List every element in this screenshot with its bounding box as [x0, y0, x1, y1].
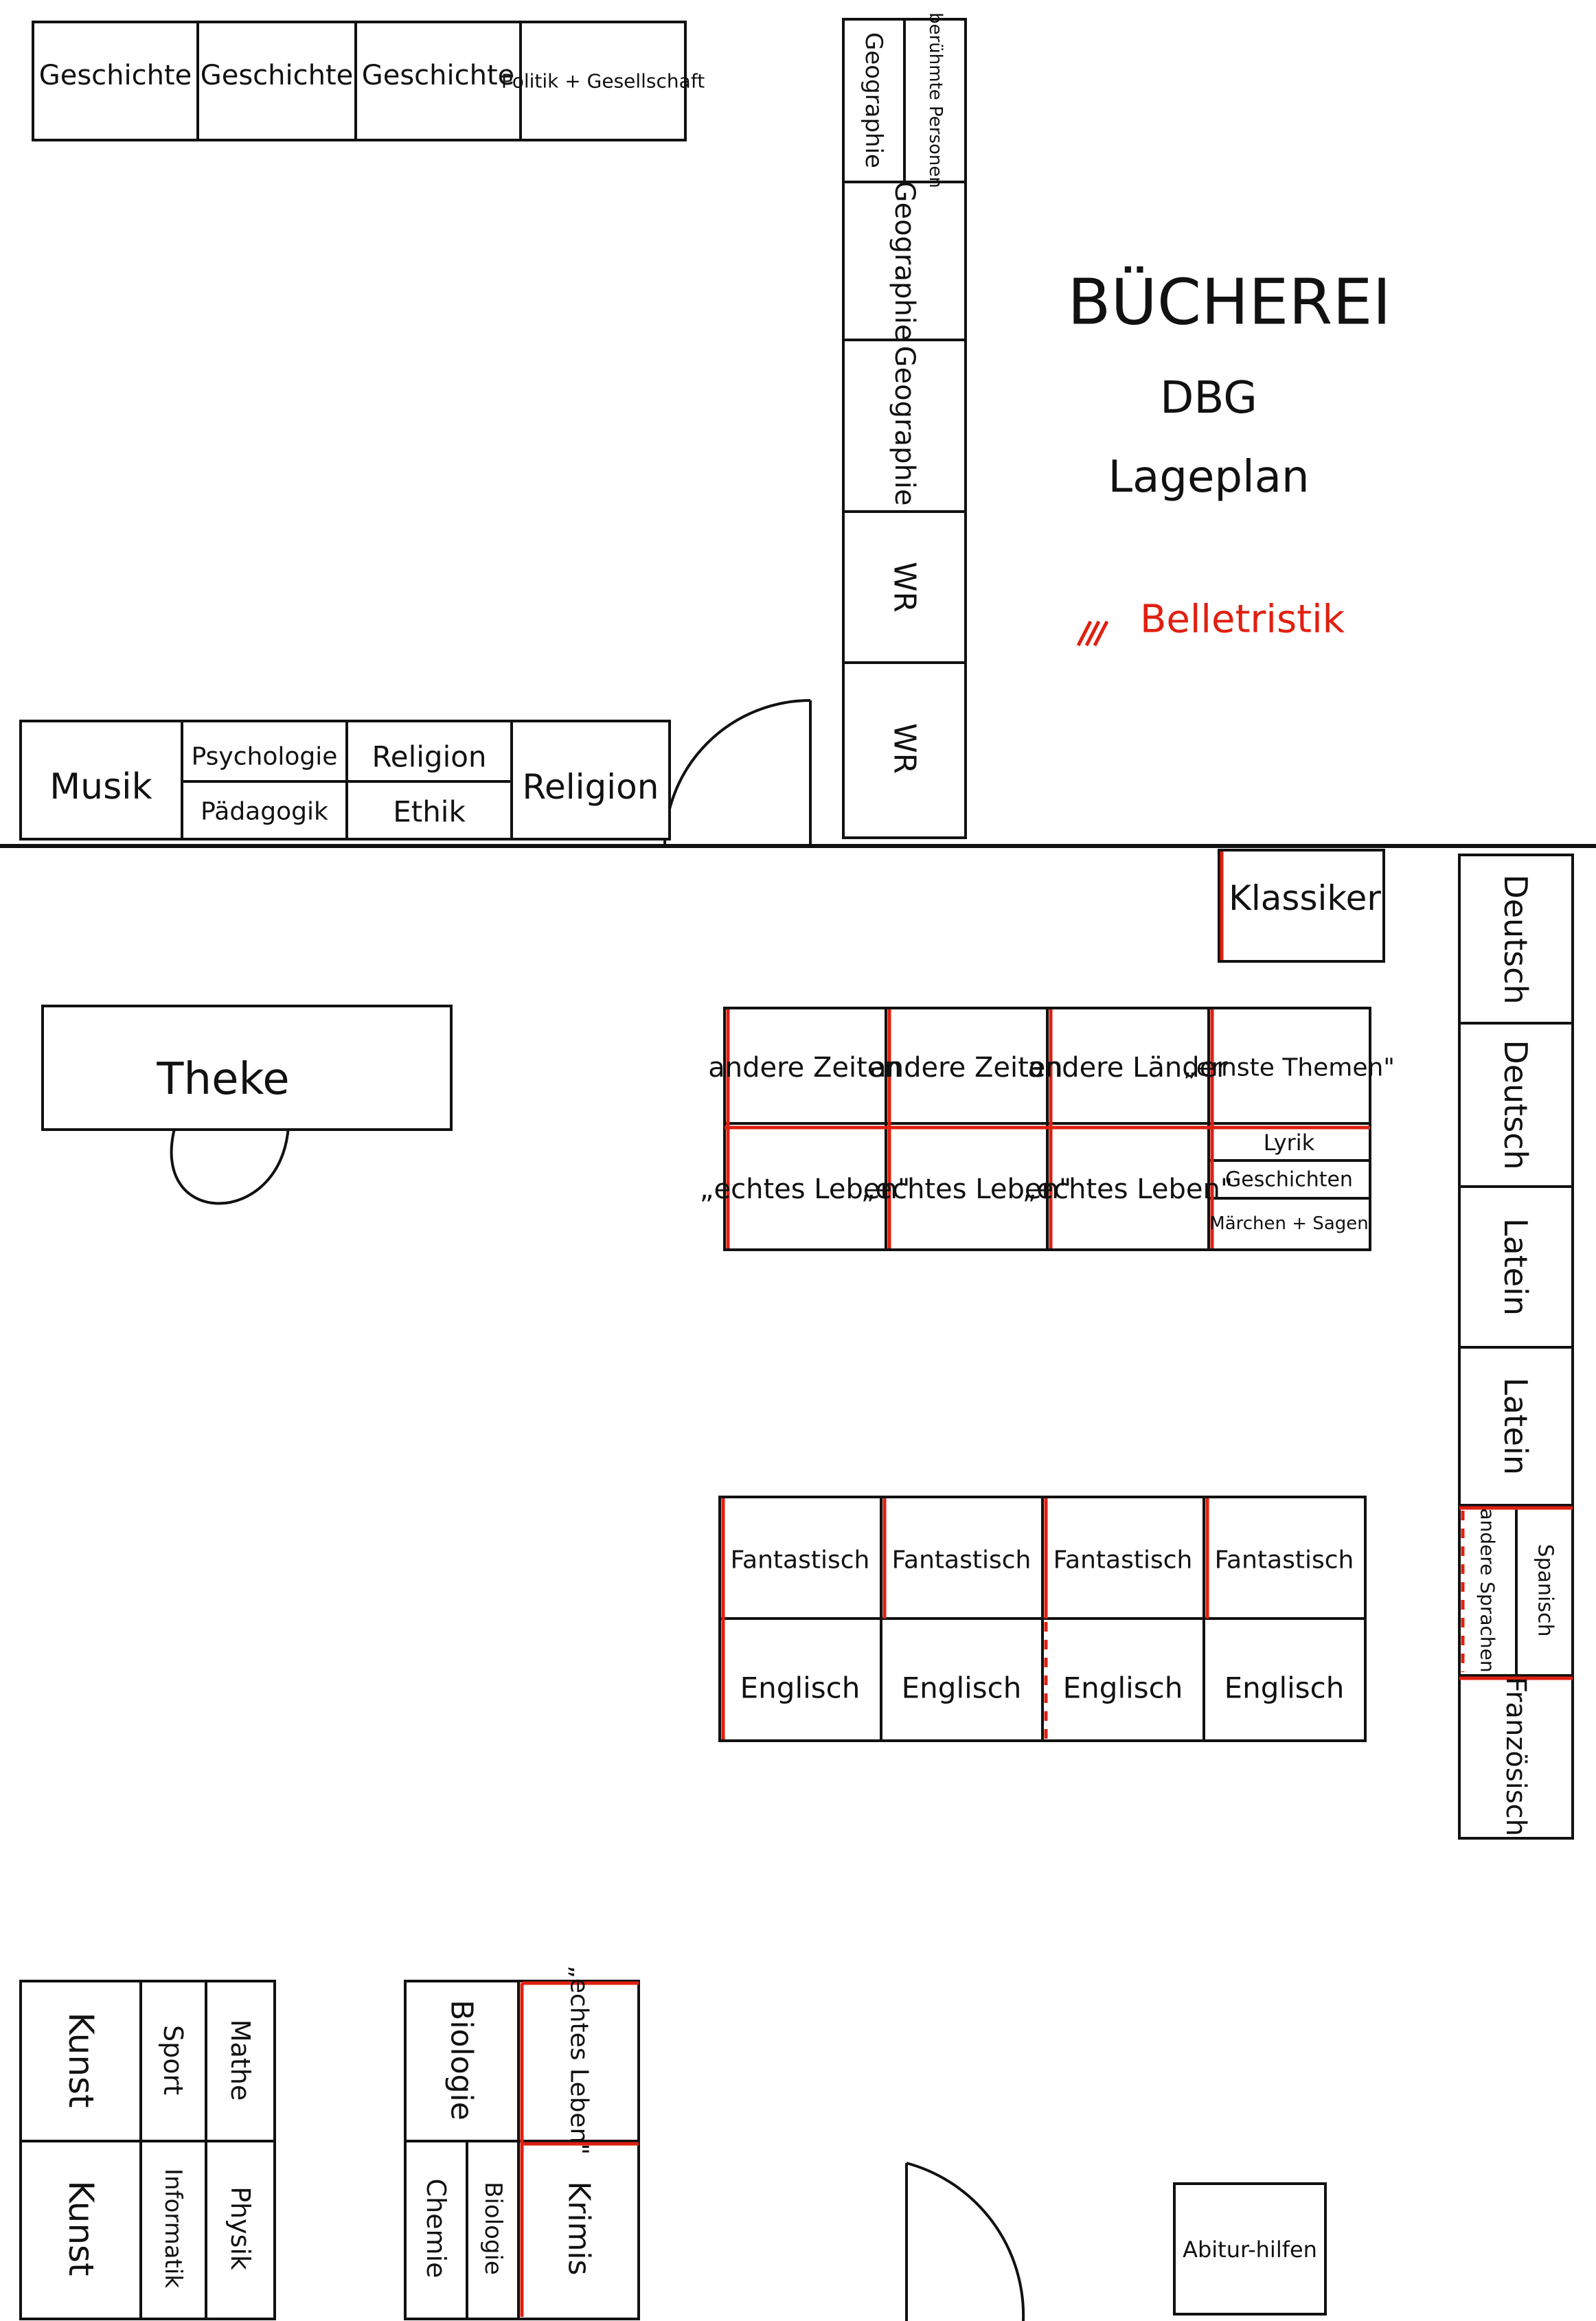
shelf-psychologie: Psychologie — [192, 743, 338, 771]
shelf-geschichte-1: Geschichte — [39, 60, 192, 91]
shelf-krimis: Krimis — [562, 2181, 597, 2275]
shelf-englisch-3: Englisch — [1063, 1671, 1183, 1705]
shelf-echtes-leben-3: „echtes Leben" — [1023, 1174, 1233, 1205]
shelf-geschichte-2: Geschichte — [201, 60, 354, 91]
desk-chair — [170, 1125, 290, 1205]
shelf-echtes-leben-2: „echtes Leben" — [861, 1174, 1071, 1205]
shelf-abiturhilfen: Abitur-hilfen — [1173, 2182, 1327, 2316]
shelf-column-languages: Deutsch Deutsch Latein Latein Spanisch a… — [1458, 854, 1574, 1840]
shelf-lyrik: Lyrik — [1264, 1130, 1315, 1156]
shelf-geographie-1: Geographie — [860, 32, 887, 168]
door-lower — [905, 2162, 1025, 2321]
library-subtitle: DBG — [1160, 373, 1257, 424]
shelf-andere-sprachen: andere Sprachen — [1477, 1508, 1499, 1672]
shelf-deutsch-2: Deutsch — [1497, 1040, 1534, 1169]
library-title: BÜCHEREI — [1067, 266, 1391, 339]
shelf-paedagogik: Pädagogik — [201, 798, 328, 826]
shelf-religion: Religion — [523, 767, 659, 807]
shelf-geographie-2: Geographie — [889, 181, 920, 341]
shelf-andere-laender: andere Länder — [1027, 1052, 1228, 1084]
shelf-englisch-1: Englisch — [740, 1671, 860, 1705]
shelf-deutsch-1: Deutsch — [1497, 874, 1534, 1004]
shelf-biologie-2: Biologie — [479, 2182, 507, 2275]
shelf-kunst-1: Kunst — [61, 2012, 101, 2107]
shelf-klassiker-label: Klassiker — [1229, 878, 1381, 918]
shelf-spanisch: Spanisch — [1534, 1544, 1558, 1637]
shelf-row-geschichte: Geschichte Geschichte Geschichte Politik… — [32, 21, 705, 141]
shelf-franzoesisch: Französisch — [1500, 1677, 1531, 1836]
door-upper — [663, 699, 812, 847]
plan-caption: Lageplan — [1108, 452, 1309, 503]
shelf-latein-2: Latein — [1497, 1377, 1534, 1475]
shelf-maerchen-sagen: Märchen + Sagen — [1209, 1213, 1368, 1234]
shelf-musik: Musik — [49, 766, 152, 808]
shelf-fantastisch-4: Fantastisch — [1215, 1546, 1354, 1575]
shelf-sport: Sport — [158, 2025, 188, 2095]
shelf-politik-gesellschaft: Politik + Gesellschaft — [501, 70, 705, 93]
shelf-block-fantastisch-englisch: Fantastisch Fantastisch Fantastisch Fant… — [718, 1496, 1367, 1742]
shelf-fantastisch-1: Fantastisch — [731, 1546, 870, 1575]
shelf-fantastisch-3: Fantastisch — [1053, 1546, 1193, 1575]
shelf-geschichten: Geschichten — [1225, 1168, 1353, 1192]
shelf-mathe: Mathe — [225, 2020, 255, 2101]
shelf-beruehmte-personen: berühmte Personen — [925, 12, 946, 188]
shelf-column-geographie-wr: berühmte Personen Geographie Geographie … — [842, 12, 967, 839]
shelf-ethik: Ethik — [393, 795, 466, 829]
shelf-informatik: Informatik — [159, 2169, 187, 2288]
shelf-andere-zeiten-1: andere Zeiten — [708, 1052, 902, 1084]
legend-hatch-icon — [1076, 620, 1109, 647]
shelf-ernste-themen: „ernste Themen" — [1183, 1054, 1395, 1082]
shelf-row-musik-religion: Musik Psychologie Pädagogik Religion Eth… — [19, 720, 671, 841]
shelf-geographie-3: Geographie — [889, 346, 920, 506]
shelf-block-fiction: andere Zeiten andere Zeiten andere Lände… — [700, 1007, 1395, 1251]
shelf-physik: Physik — [225, 2186, 255, 2270]
shelf-wr-2: WR — [887, 723, 922, 774]
shelf-block-biologie-krimis: Biologie Chemie Biologie „echtes Leben" … — [404, 1965, 640, 2320]
legend-label: Belletristik — [1140, 597, 1345, 642]
shelf-echtes-leben-4: „echtes Leben" — [565, 1965, 593, 2155]
shelf-klassiker: Klassiker — [1218, 849, 1385, 963]
shelf-abiturhilfen-label: Abitur-hilfen — [1183, 2237, 1317, 2263]
shelf-block-kunst-mathe: Kunst Kunst Sport Informatik Mathe Physi… — [19, 1980, 276, 2320]
shelf-andere-zeiten-2: andere Zeiten — [869, 1052, 1063, 1084]
shelf-englisch-2: Englisch — [902, 1671, 1022, 1705]
shelf-biologie: Biologie — [444, 2000, 479, 2120]
desk-theke: Theke — [41, 1005, 453, 1131]
shelf-wr-1: WR — [887, 562, 922, 613]
desk-label: Theke — [156, 1054, 289, 1105]
shelf-englisch-4: Englisch — [1224, 1671, 1345, 1705]
shelf-chemie: Chemie — [421, 2179, 451, 2278]
shelf-geschichte-3: Geschichte — [362, 60, 515, 91]
shelf-fantastisch-2: Fantastisch — [892, 1546, 1031, 1575]
shelf-echtes-leben-1: „echtes Leben" — [700, 1174, 910, 1205]
shelf-latein-1: Latein — [1497, 1218, 1534, 1316]
shelf-religion-small: Religion — [372, 740, 486, 774]
shelf-kunst-2: Kunst — [61, 2180, 101, 2276]
